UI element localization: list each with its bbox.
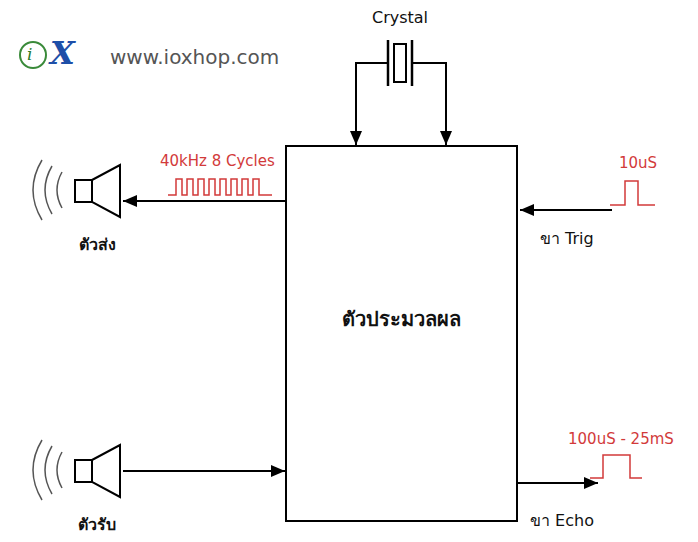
logo-circle <box>20 42 46 68</box>
website-url: www.ioxhop.com <box>110 45 279 69</box>
trig-arrow <box>520 209 612 211</box>
part-label: ตัวรับ <box>78 512 116 537</box>
crystal-icon <box>368 34 432 98</box>
processor-box: ตัวประมวลผล <box>285 145 518 522</box>
pulse-width: 10uS <box>619 154 657 172</box>
box-title: ตัวประมวลผล <box>342 303 461 335</box>
logo-letter: i <box>27 44 32 64</box>
sound-waves <box>33 160 62 500</box>
speaker-icon <box>72 442 122 502</box>
pulse-train <box>168 179 272 195</box>
part-label: Crystal <box>372 8 428 27</box>
signal-arrow <box>123 200 285 202</box>
trig-pulse <box>610 181 655 205</box>
pulse-width: 100uS - 25mS <box>568 430 674 448</box>
echo-arrow <box>518 482 598 484</box>
signal-arrow <box>356 63 368 145</box>
signal-arrow <box>123 470 285 472</box>
pin-name: ขา Trig <box>540 226 594 251</box>
logo-letter: X <box>50 34 75 72</box>
signal-label: 40kHz 8 Cycles <box>160 152 275 170</box>
part-label: ตัวส่ง <box>79 232 116 257</box>
crystal-symbol: Crystal <box>368 6 432 98</box>
receiver-speaker: ตัวรับ <box>72 442 122 502</box>
speaker-icon <box>72 162 122 222</box>
pin-name: ขา Echo <box>530 508 594 533</box>
echo-pulse <box>590 455 642 478</box>
signal-arrow <box>432 63 446 145</box>
transmitter-speaker: ตัวส่ง <box>72 162 122 222</box>
